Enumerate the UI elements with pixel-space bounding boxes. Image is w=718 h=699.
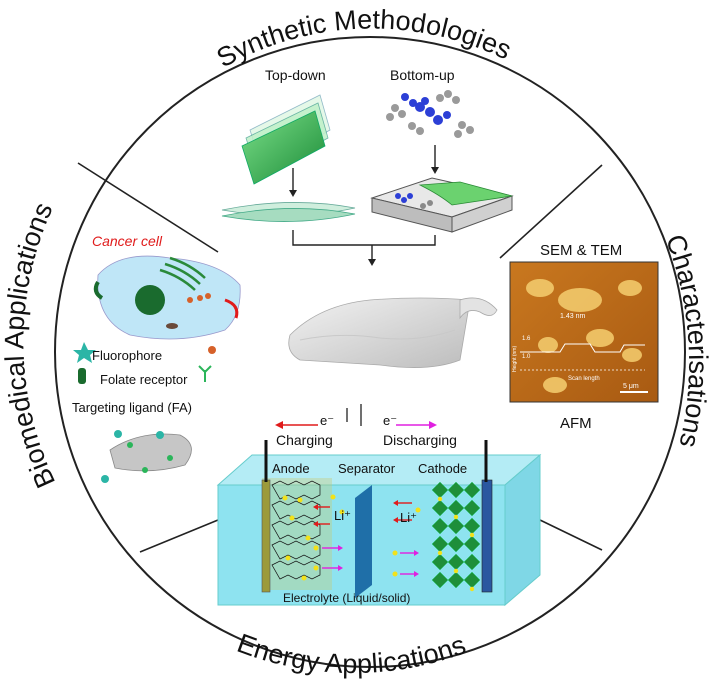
fluorophore-icon xyxy=(73,342,96,363)
synthesis-connector xyxy=(292,230,436,246)
exfoliated-sheets xyxy=(221,202,356,222)
substrate-growth xyxy=(370,177,514,233)
graphite-stack-illustration xyxy=(241,94,331,185)
folate-dot-icon xyxy=(208,346,216,354)
divider-upper-right xyxy=(499,164,603,259)
afm-label: AFM xyxy=(560,415,592,432)
divider-lower-right xyxy=(539,519,603,551)
discharging-arrowhead xyxy=(429,421,437,429)
discharging-label: Discharging xyxy=(383,432,457,448)
2d-material-flake xyxy=(288,297,498,368)
synthesis-down-arrowhead xyxy=(368,259,376,266)
afm-height-label-1: 1.43 nm xyxy=(560,313,585,320)
divider-lower-left xyxy=(139,519,219,553)
bottom-up-arrowhead xyxy=(431,167,439,174)
fluorophore-label: Fluorophore xyxy=(92,348,162,363)
afm-image xyxy=(509,261,659,403)
molecular-precursors xyxy=(386,90,474,138)
bottom-up-label: Bottom-up xyxy=(390,67,455,83)
electrolyte-label: Electrolyte (Liquid/solid) xyxy=(283,591,410,605)
folate-receptor-label: Folate receptor xyxy=(100,372,188,387)
sem-tem-label: SEM & TEM xyxy=(540,242,622,259)
functionalised-sheet xyxy=(101,430,192,483)
top-down-arrowhead xyxy=(289,190,297,197)
cancer-cell-label: Cancer cell xyxy=(92,233,163,249)
section-title-characterisations: Characterisations xyxy=(660,230,713,450)
afm-axis-label: Height (nm) xyxy=(512,346,518,372)
divider-upper-left xyxy=(77,162,219,253)
anode-label: Anode xyxy=(272,461,310,476)
section-title-energy: Energy Applications xyxy=(233,628,469,679)
battery-diagram xyxy=(216,440,542,607)
charging-label: Charging xyxy=(276,432,333,448)
afm-height-label-2: 1.6 xyxy=(522,336,531,342)
targeting-ligand-icon xyxy=(198,365,212,382)
section-title-biomedical: Biomedical Applications xyxy=(0,198,61,492)
targeting-ligand-label: Targeting ligand (FA) xyxy=(72,400,192,415)
section-title-synthetic: Synthetic Methodologies xyxy=(212,4,516,73)
li-ion-left-label: Li⁺ xyxy=(334,508,351,523)
li-ion-right-label: Li⁺ xyxy=(400,510,417,525)
afm-scale-bar-label: 5 μm xyxy=(623,383,639,390)
folate-receptor-icon xyxy=(78,368,86,384)
charging-arrowhead xyxy=(275,421,283,429)
outer-circle xyxy=(54,36,686,668)
electron-left-label: e⁻ xyxy=(320,413,334,428)
separator-label: Separator xyxy=(338,461,396,476)
cathode-label: Cathode xyxy=(418,461,467,476)
afm-scan-label: Scan length xyxy=(568,376,600,382)
top-down-label: Top-down xyxy=(265,67,326,83)
electron-right-label: e⁻ xyxy=(383,413,397,428)
afm-height-label-3: 1.0 xyxy=(522,354,531,360)
cancer-cell-illustration xyxy=(93,255,241,340)
